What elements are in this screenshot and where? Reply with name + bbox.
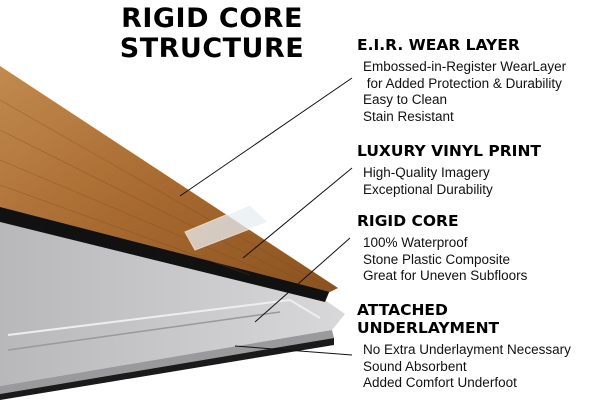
wood-grain [0,99,321,284]
core-layer [0,222,345,386]
core-groove [7,311,281,351]
section-heading: UNDERLAYMENT [357,319,500,337]
core-groove [7,298,321,336]
section-heading: E.I.R. WEAR LAYER [357,36,520,54]
section-line: Sound Absorbent [363,358,467,374]
section-line: Added Comfort Underfoot [363,375,517,390]
underlayment-layer [0,338,334,400]
section-line: Easy to Clean [363,92,448,107]
page-title: RIGID CORE STRUCTURE [112,4,312,64]
core-edge [0,330,334,394]
vinyl-print-edge [0,205,330,302]
section-line: 100% Waterproof [363,235,468,250]
section-wear-layer: E.I.R. WEAR LAYER Embossed-in-Register W… [357,36,566,125]
section-line: No Extra Underlayment Necessary [363,342,571,357]
section-underlayment: ATTACHED UNDERLAYMENT No Extra Underlaym… [357,301,571,392]
wood-layer [0,66,338,292]
section-heading: LUXURY VINYL PRINT [357,142,541,160]
leader-lines [179,77,353,356]
section-line: for Added Protection & Durability [363,75,562,91]
section-line: Stone Plastic Composite [363,251,511,267]
section-line: Stain Resistant [363,108,454,124]
section-vinyl-print: LUXURY VINYL PRINT High-Quality Imagery … [357,142,541,198]
wear-layer-film [184,204,269,251]
title-line: STRUCTURE [119,33,305,64]
title-line: RIGID CORE [121,3,303,34]
section-line: High-Quality Imagery [363,165,490,180]
section-heading: ATTACHED [357,301,448,319]
section-line: Embossed-in-Register WearLayer [363,59,567,74]
section-rigid-core: RIGID CORE 100% Waterproof Stone Plastic… [357,212,527,285]
section-line: Great for Uneven Subfloors [363,268,528,283]
section-heading: RIGID CORE [357,212,459,230]
section-line: Exceptional Durability [363,181,493,197]
